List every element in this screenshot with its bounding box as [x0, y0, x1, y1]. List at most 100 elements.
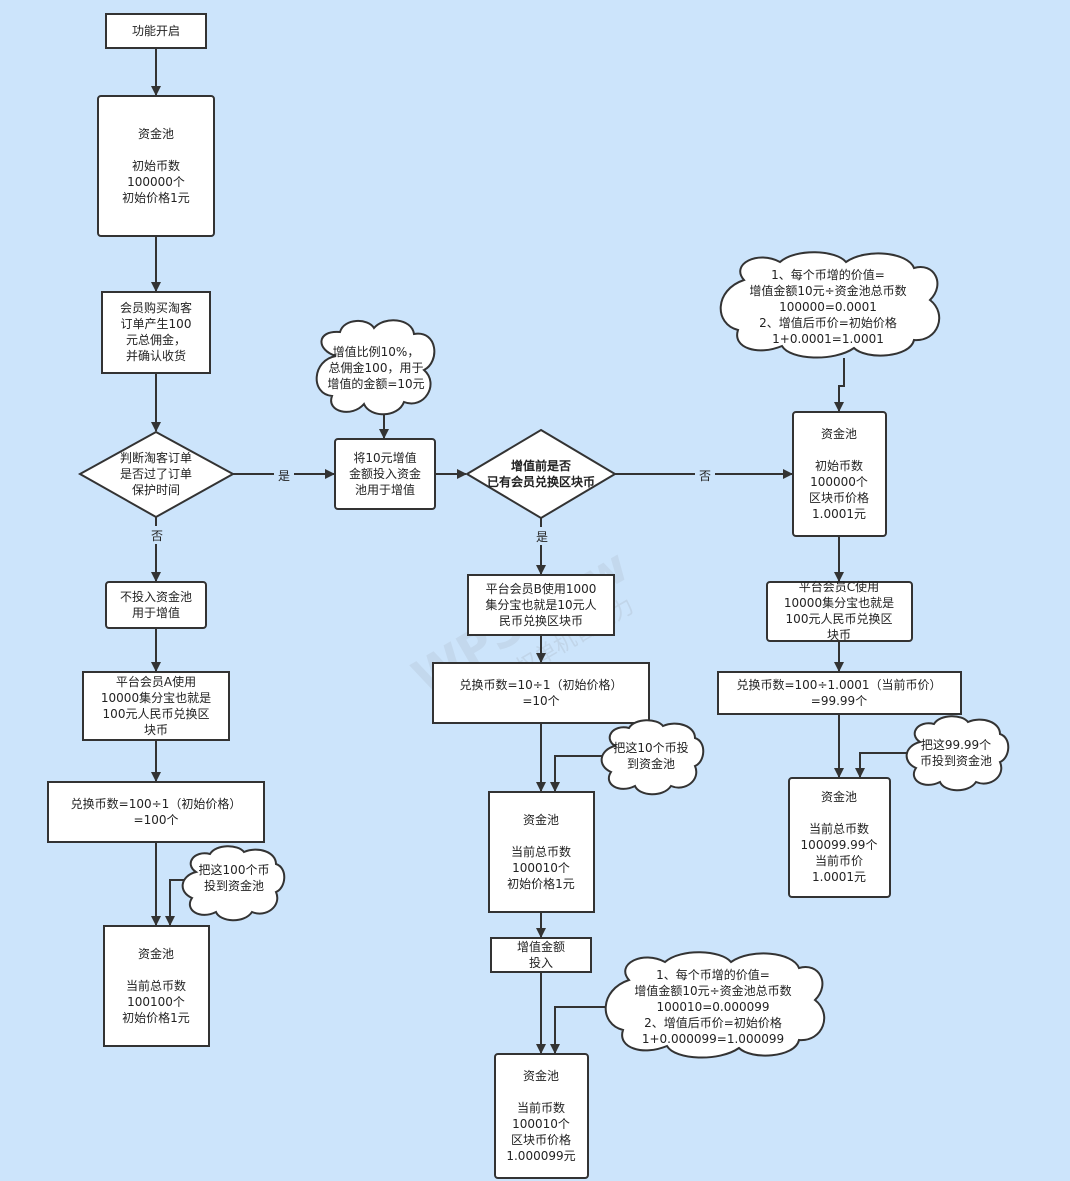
node-text-line: 投入 [529, 955, 553, 970]
start-label: 功能开启 [132, 24, 180, 38]
edge-labels: 是 否 否 是 [147, 466, 715, 545]
node-text-line: 当前币数 [517, 1100, 565, 1115]
node-text-line: 1+0.0001=1.0001 [772, 332, 884, 346]
node-text-line: 会员购买淘客 [120, 300, 192, 315]
node-texts: 功能开启资金池初始币数100000个初始价格1元会员购买淘客订单产生100元总佣… [71, 24, 992, 1163]
exchange-c-label: 兑换币数=100÷1.0001（当前币价） =99.99个 [736, 677, 941, 708]
noinvest-box [105, 581, 207, 629]
node-text-line: 资金池 [821, 789, 857, 804]
node-text-line: =99.99个 [811, 694, 867, 708]
node-text-line: 资金池 [138, 946, 174, 961]
node-text-line: 块币 [144, 723, 168, 737]
node-text-line: 把这10个币投 [613, 740, 688, 755]
node-text-line: 平台会员A使用 [116, 674, 196, 689]
node-text-line: 当前总币数 [809, 821, 869, 836]
node-text-line: 币投到资金池 [920, 753, 992, 768]
node-text-line: 初始价格1元 [122, 190, 190, 205]
node-text-line: 民币兑换区块币 [499, 614, 583, 628]
node-text-line: 100010个 [512, 1117, 570, 1131]
node-text-line: 2、增值后币价=初始价格 [644, 1015, 782, 1030]
node-text-line: 不投入资金池 [120, 589, 192, 604]
investamt-box [490, 937, 592, 973]
node-text-line: 兑换币数=100÷1（初始价格） [71, 796, 242, 811]
node-text-line: 订单产生100 [121, 317, 192, 331]
node-text-line: 投到资金池 [204, 878, 264, 893]
node-text-line: 1、每个币增的价值= [771, 267, 885, 282]
before-diamond [465, 428, 617, 520]
node-text-line: 初始价格1元 [122, 1010, 190, 1025]
order-box [101, 291, 211, 374]
node-text-line: 资金池 [138, 126, 174, 141]
poolfinal-box [494, 1053, 589, 1179]
node-text-line: 金额投入资金 [349, 466, 421, 481]
calc-cloud-top-label: 1、每个币增的价值=增值金额10元÷资金池总币数100000=0.00012、增… [749, 267, 906, 346]
node-text-line: 100元人民币兑换区 [786, 612, 893, 626]
cloudB [600, 719, 705, 796]
node-text-line: 资金池 [821, 426, 857, 441]
poolC-box [788, 777, 891, 898]
node-text-line: 功能开启 [132, 24, 180, 38]
edge-label-judge-yes: 是 [278, 469, 290, 483]
invest10-box [334, 438, 436, 510]
calc-cloud-top [719, 251, 941, 359]
edge-cloudC-poolC [855, 752, 910, 778]
node-text-line: 100100个 [127, 995, 185, 1009]
node-text-line: 100000个 [127, 175, 185, 189]
exchangeC-box [717, 671, 962, 715]
node-text-line: 平台会员C使用 [799, 579, 879, 594]
node-text-line: 当前总币数 [126, 978, 186, 993]
exchangeA-box [47, 781, 265, 843]
judge-diamond [77, 430, 236, 519]
node-text-line: 初始币数 [815, 458, 863, 473]
node-text-line: 增值比例10%， [333, 344, 420, 359]
node-text-line: 100000个 [810, 475, 868, 489]
edge-cloudA-poolA [165, 879, 187, 926]
node-text-line: 将10元增值 [353, 450, 416, 465]
node-text-line: 当前币价 [815, 853, 863, 868]
node-text-line: 兑换币数=100÷1.0001（当前币价） [736, 677, 941, 692]
calc-cloud-bottom [604, 951, 826, 1059]
node-text-line: 元总佣金， [126, 332, 186, 347]
poolB-box [488, 791, 595, 913]
calc-cloud-bottom-label: 1、每个币增的价值=增值金额10元÷资金池总币数100010=0.0000992… [634, 967, 791, 1046]
node-text-line: =10个 [522, 694, 559, 708]
node-text-line: 到资金池 [627, 756, 675, 771]
exchange-a-label: 兑换币数=100÷1（初始价格） =100个 [71, 796, 242, 827]
memberB-box [467, 574, 615, 636]
node-text-line: 1.000099元 [506, 1149, 575, 1163]
node-text-line: 资金池 [523, 812, 559, 827]
edge-cloudB-poolB [550, 755, 605, 792]
node-text-line: 总佣金100，用于 [329, 360, 424, 375]
node-text-line: 是否过了订单 [120, 467, 192, 481]
node-text-line: 把这100个币 [199, 862, 270, 877]
node-text-line: 池用于增值 [355, 482, 415, 497]
cloudA [181, 845, 286, 922]
node-text-line: 1、每个币增的价值= [656, 967, 770, 982]
node-text-line: 把这99.99个 [921, 737, 991, 752]
poolright-box [792, 411, 887, 537]
node-text-line: 增值前是否 [511, 458, 571, 473]
node-text-line: 100010=0.000099 [656, 1000, 769, 1014]
edge-label-judge-no: 否 [151, 529, 163, 543]
start-box [105, 13, 207, 49]
edge-label-before-yes: 是 [536, 530, 548, 544]
node-text-line: 块币 [827, 628, 851, 642]
node-text-line: 1+0.000099=1.000099 [642, 1032, 784, 1046]
node-text-line: 增值金额 [517, 939, 565, 954]
edge-calccloud2-poolfinal [550, 1006, 607, 1054]
node-text-line: =100个 [134, 813, 179, 827]
